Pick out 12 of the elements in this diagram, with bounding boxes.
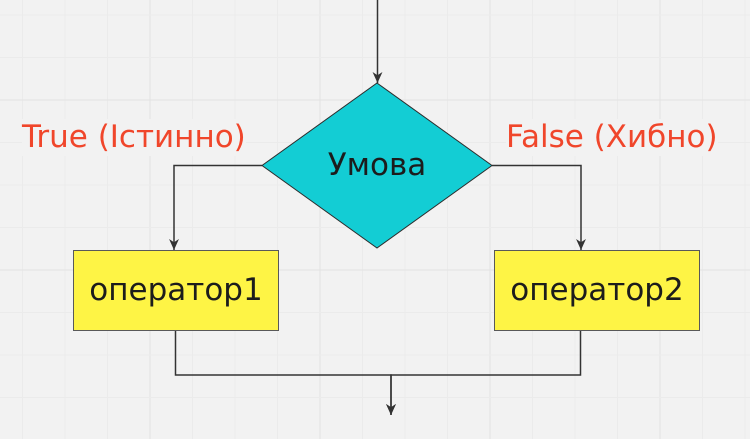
- arrow: [372, 0, 382, 83]
- arrow: [169, 164, 262, 250]
- arrow: [492, 164, 586, 250]
- process-box: [73, 250, 279, 331]
- node-text: оператор1: [89, 272, 263, 310]
- node-text: Умова: [328, 146, 426, 184]
- edge-label: False (Хибно): [506, 119, 718, 156]
- arrow: [386, 331, 582, 415]
- edge-label: True (Істинно): [22, 119, 246, 156]
- decision-diamond: [262, 83, 492, 248]
- process-box: [494, 250, 700, 331]
- node-text: оператор2: [510, 272, 684, 310]
